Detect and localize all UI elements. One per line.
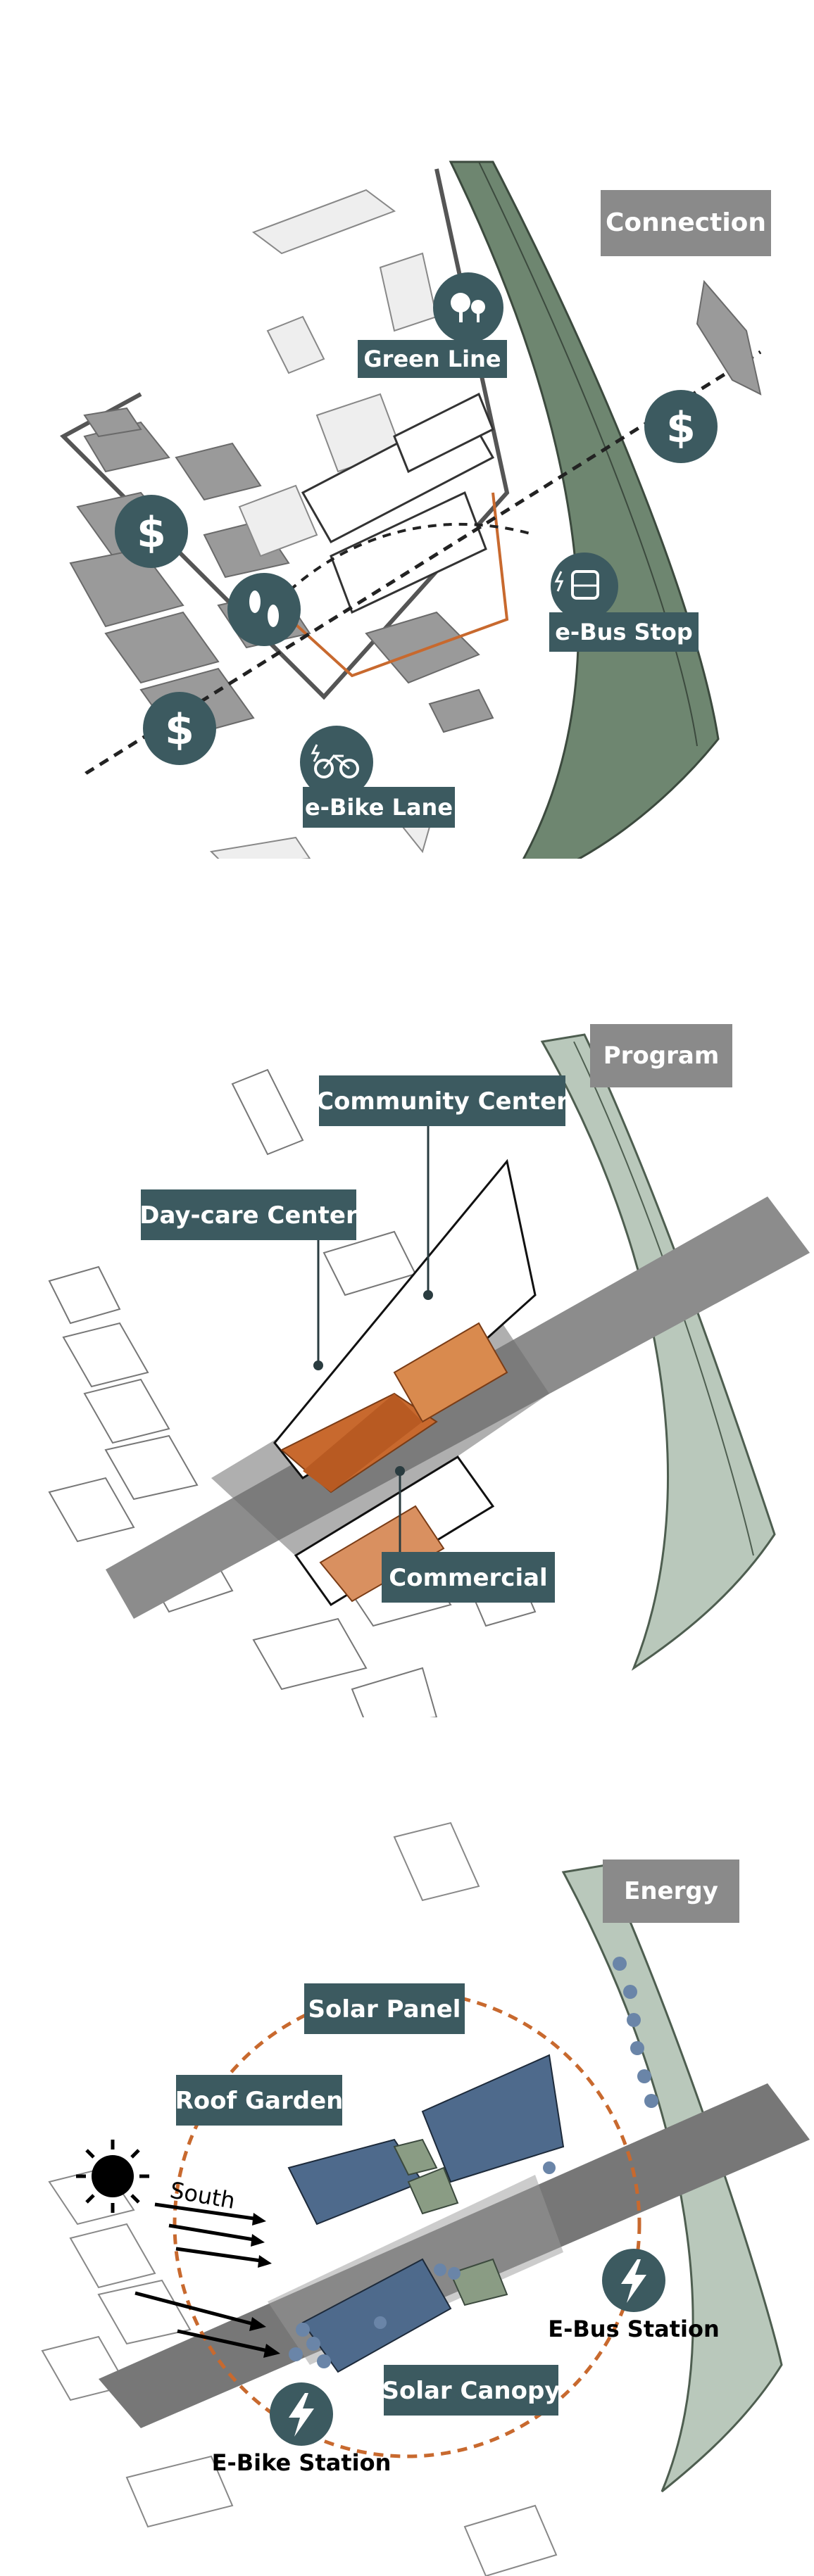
svg-text:Solar Canopy: Solar Canopy [382, 2377, 560, 2405]
svg-text:$: $ [666, 403, 696, 453]
ebus-station-label: E-Bus Station [548, 2316, 719, 2342]
tree-icon [433, 272, 503, 343]
footsteps-icon [227, 573, 301, 646]
solar-panel-label: Solar Panel [304, 1983, 465, 2034]
dollar-icon: $ [115, 495, 188, 568]
program-header-text: Program [603, 1042, 720, 1070]
svg-text:Solar Panel: Solar Panel [308, 1995, 461, 2023]
energy-header-text: Energy [624, 1877, 718, 1905]
svg-text:Green Line: Green Line [363, 346, 501, 372]
daycare-center-label: Day-care Center [139, 1189, 358, 1240]
lightning-icon [270, 2382, 333, 2446]
ebus-stop-label: e-Bus Stop [549, 612, 699, 652]
ebike-lane-label: e-Bike Lane [303, 787, 455, 828]
svg-text:e-Bus Stop: e-Bus Stop [555, 619, 693, 645]
lightning-icon [602, 2249, 665, 2312]
svg-text:Roof Garden: Roof Garden [175, 2087, 344, 2115]
energy-header: Energy [603, 1860, 739, 1923]
bus-icon [551, 553, 618, 620]
ebike-station-label: E-Bike Station [212, 2449, 392, 2476]
commercial-label: Commercial [382, 1552, 555, 1603]
solar-panel-roof-b [422, 2055, 563, 2182]
program-header: Program [590, 1024, 732, 1087]
solar-canopy-label: Solar Canopy [382, 2365, 560, 2416]
dollar-icon: $ [143, 692, 216, 765]
svg-text:Community Center: Community Center [316, 1087, 568, 1116]
svg-text:$: $ [137, 508, 166, 557]
green-line-label: Green Line [358, 340, 507, 378]
connection-diagram: Connection $ $ $ Green Line [0, 0, 814, 859]
dollar-icon: $ [644, 390, 718, 463]
program-diagram: Program Community Center Day-care Center… [0, 859, 814, 1717]
community-center-label: Community Center [316, 1075, 568, 1126]
svg-text:Commercial: Commercial [389, 1564, 547, 1592]
svg-text:Day-care Center: Day-care Center [139, 1201, 358, 1230]
connection-header: Connection [601, 190, 771, 256]
energy-diagram: Energy South E-Bus Station E-Bike Statio… [0, 1717, 814, 2576]
svg-text:$: $ [165, 705, 194, 755]
connection-header-text: Connection [606, 208, 766, 237]
roof-garden-label: Roof Garden [175, 2075, 344, 2126]
svg-text:e-Bike Lane: e-Bike Lane [305, 794, 453, 821]
